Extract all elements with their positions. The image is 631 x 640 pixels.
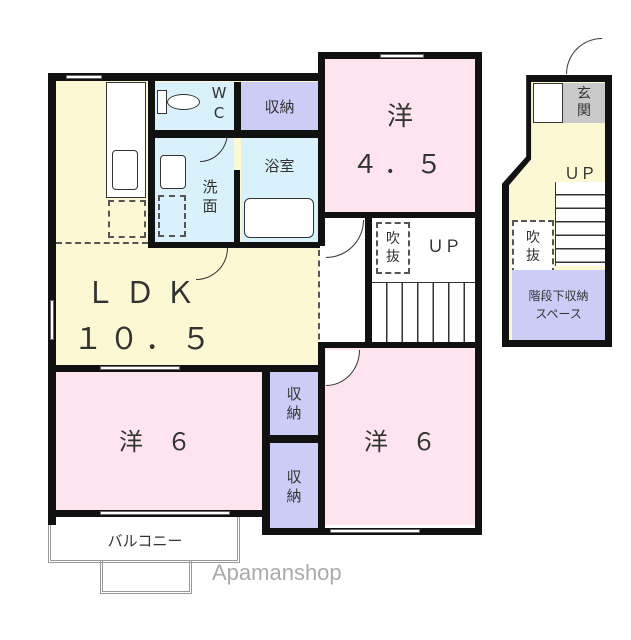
window[interactable] — [100, 366, 180, 370]
wall — [318, 52, 325, 246]
wall — [318, 212, 482, 218]
western-4-5-size: ４．５ — [351, 150, 448, 180]
watermark: Apamanshop — [212, 560, 342, 585]
balcony-label: バルコニー — [107, 532, 183, 550]
western-6-right-label: 洋 ６ — [364, 428, 436, 456]
washroom-label: 洗 面 — [202, 178, 218, 215]
storage-top: 収納 — [241, 82, 318, 130]
wall — [148, 80, 155, 248]
wall — [234, 82, 241, 130]
western-4-5-label: 洋 — [386, 102, 413, 132]
wall — [148, 130, 320, 138]
balcony — [48, 517, 240, 563]
kitchen-boundary — [56, 242, 148, 244]
fridge-space — [108, 200, 146, 238]
wall — [48, 73, 320, 81]
entrance-door[interactable] — [566, 38, 602, 74]
balcony-bay — [100, 560, 192, 594]
void-label-entry: 吹 抜 — [512, 220, 554, 274]
ldk-size: １０．５ — [73, 322, 217, 357]
window[interactable] — [50, 300, 54, 340]
western-room-6-left — [56, 372, 262, 510]
wall — [475, 52, 482, 532]
window[interactable] — [380, 54, 424, 58]
wall — [365, 218, 372, 342]
up-label-main: ＵＰ — [427, 237, 461, 257]
ldk-label: ＬＤＫ — [85, 276, 205, 311]
sink-icon — [112, 150, 138, 190]
western-room-6-right — [325, 348, 475, 525]
staircase — [372, 282, 475, 342]
wall — [234, 170, 240, 242]
wc-label-c: C — [213, 104, 225, 122]
wc-label-w: W — [211, 84, 227, 102]
toilet-tank — [157, 90, 167, 114]
up-label-entry: ＵＰ — [563, 164, 596, 183]
storage-mid: 収 納 — [270, 372, 318, 435]
western-room-4-5 — [325, 58, 475, 212]
wall — [48, 73, 56, 525]
window[interactable] — [330, 529, 420, 533]
entrance-label: 玄 関 — [563, 83, 605, 123]
wall — [262, 372, 270, 535]
bathtub-icon — [244, 198, 314, 238]
wall — [148, 242, 320, 248]
shoe-box — [533, 83, 563, 123]
window[interactable] — [66, 75, 102, 79]
ldk-boundary — [318, 250, 320, 350]
wall — [262, 435, 322, 443]
hall-door[interactable] — [326, 220, 364, 258]
bath-label: 浴室 — [264, 157, 295, 175]
washbasin-icon — [160, 155, 186, 189]
under-stairs-storage: 階段下収納 スペース — [512, 270, 605, 340]
entry-staircase — [555, 182, 605, 266]
toilet-icon — [167, 94, 200, 110]
washer-space — [158, 195, 186, 237]
western-6-left-label: 洋 ６ — [119, 428, 191, 456]
storage-low: 収 納 — [270, 443, 318, 530]
wall — [318, 342, 482, 348]
wall — [48, 365, 320, 372]
void-label-main: 吹 抜 — [376, 222, 410, 274]
balcony-window[interactable] — [100, 511, 230, 515]
